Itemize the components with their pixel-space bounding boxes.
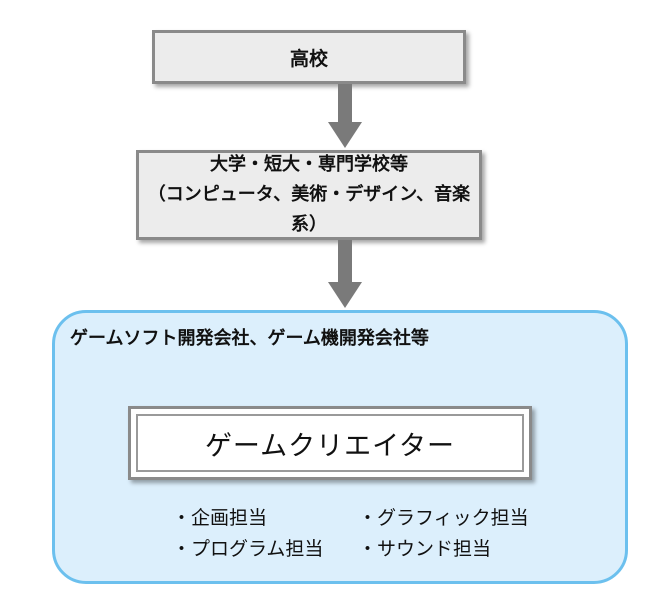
university-fields-label: （コンピュータ、美術・デザイン、音楽系） — [147, 184, 471, 235]
university-label: 大学・短大・専門学校等 — [210, 154, 408, 175]
game-creator-box: ゲームクリエイター — [128, 406, 532, 480]
high-school-label: 高校 — [289, 47, 328, 70]
university-box: 大学・短大・専門学校等 （コンピュータ、美術・デザイン、音楽系） — [136, 150, 482, 240]
role-item: ・プログラム担当 — [172, 538, 324, 560]
arrow-down-icon — [328, 84, 362, 148]
role-item: ・企画担当 — [172, 507, 268, 529]
game-creator-label: ゲームクリエイター — [136, 414, 524, 472]
high-school-box: 高校 — [152, 30, 466, 84]
role-item: ・グラフィック担当 — [358, 507, 529, 529]
role-item: ・サウンド担当 — [358, 538, 492, 560]
company-title: ゲームソフト開発会社、ゲーム機開発会社等 — [70, 328, 429, 349]
arrow-down-icon — [328, 240, 362, 308]
